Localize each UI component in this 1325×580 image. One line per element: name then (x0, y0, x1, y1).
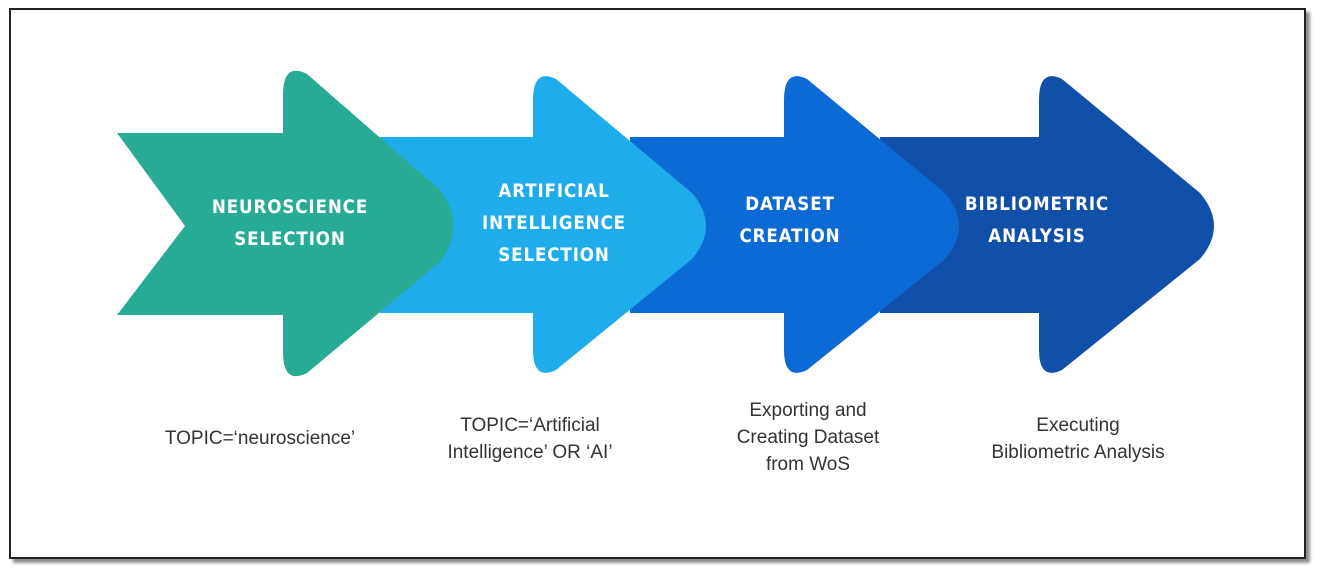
step-3-title: DATASET CREATION (739, 193, 841, 247)
step-1-description: TOPIC=‘neuroscience’ (164, 428, 356, 449)
arrow-step-4 (880, 76, 1214, 373)
arrow-step-2 (380, 76, 706, 373)
step-1-title: NEUROSCIENCE SELECTION (211, 196, 369, 250)
step-3-description: Exporting and Creating Dataset from WoS (736, 400, 880, 475)
step-4-description: Executing Bibliometric Analysis (991, 415, 1165, 463)
step-2-description: TOPIC=‘Artificial Intelligence’ OR ‘AI’ (447, 415, 613, 463)
arrow-step-3 (630, 76, 959, 373)
arrow-step-1 (117, 70, 454, 377)
step-2-title: ARTIFICIAL INTELLIGENCE SELECTION (482, 180, 626, 266)
step-4-title: BIBLIOMETRIC ANALYSIS (964, 193, 1110, 247)
